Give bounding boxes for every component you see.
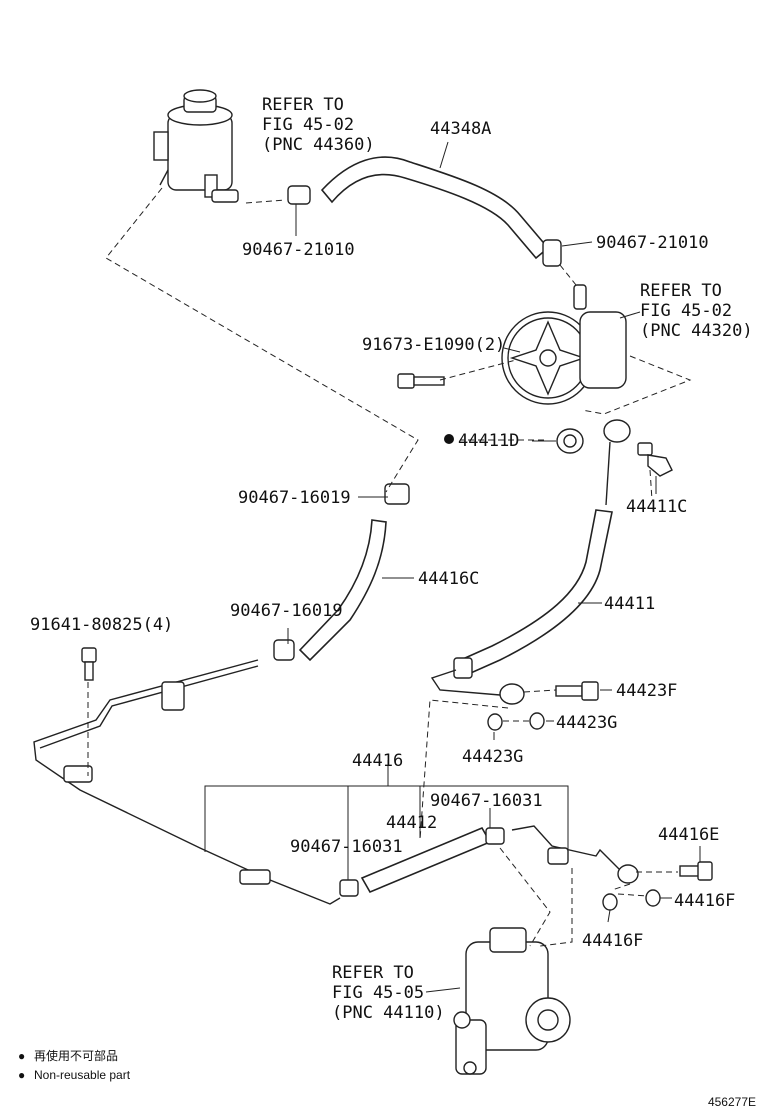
label-90467-16019-a: 90467-16019 xyxy=(238,488,351,508)
label-90467-16031-a: 90467-16031 xyxy=(430,791,543,811)
bolt-91641-80825 xyxy=(81,647,97,681)
hose-44416C xyxy=(273,483,410,662)
label-44416F-b: 44416F xyxy=(582,931,643,951)
gasket-44423G-b xyxy=(487,713,503,731)
pipe-44416E-assembly xyxy=(511,825,713,911)
label-44423G-a: 44423G xyxy=(556,713,617,733)
hose-44348A xyxy=(287,156,562,267)
label-90467-21010-b: 90467-21010 xyxy=(596,233,709,253)
return-tube-44416 xyxy=(33,659,341,905)
leader-lines xyxy=(287,141,701,993)
reservoir-ref-line1: REFER TO xyxy=(262,95,344,115)
legend: ● 再使用不可部品 ● Non-reusable part xyxy=(18,1048,131,1082)
label-90467-21010-a: 90467-21010 xyxy=(242,240,355,260)
label-44416: 44416 xyxy=(352,751,403,771)
gasket-44423G-a xyxy=(529,712,545,730)
label-44423F: 44423F xyxy=(616,681,677,701)
label-90467-16031-b: 90467-16031 xyxy=(290,837,403,857)
label-44423G-b: 44423G xyxy=(462,747,523,767)
label-44412: 44412 xyxy=(386,813,437,833)
label-91641-80825: 91641-80825(4) xyxy=(30,615,173,635)
power-steering-pump xyxy=(501,284,627,405)
legend-text-en: Non-reusable part xyxy=(34,1068,131,1082)
reservoir-ref-line2: FIG 45-02 xyxy=(262,115,354,135)
label-91673-E1090: 91673-E1090(2) xyxy=(362,335,505,355)
gear-ref-line1: REFER TO xyxy=(332,963,414,983)
pump-ref-line2: FIG 45-02 xyxy=(640,301,732,321)
steering-gear xyxy=(453,927,571,1075)
figure-id: 456277E xyxy=(708,1095,756,1109)
pump-ref-line1: REFER TO xyxy=(640,281,722,301)
gasket-44411D xyxy=(556,428,584,454)
dashed-connectors xyxy=(87,187,692,947)
bracket-44416 xyxy=(204,785,569,858)
gear-ref-line2: FIG 45-05 xyxy=(332,983,424,1003)
gear-ref-line3: (PNC 44110) xyxy=(332,1003,445,1023)
bolt-91673-E1090 xyxy=(397,373,445,389)
label-44348A: 44348A xyxy=(430,119,491,139)
hose-44412 xyxy=(339,826,505,897)
label-44411: 44411 xyxy=(604,594,655,614)
legend-bullet-en: ● xyxy=(18,1068,25,1082)
reservoir-ref-line3: (PNC 44360) xyxy=(262,135,375,155)
pump-ref-line3: (PNC 44320) xyxy=(640,321,753,341)
label-44416E: 44416E xyxy=(658,825,719,845)
non-reusable-marker xyxy=(444,434,454,444)
reservoir-tank xyxy=(153,89,239,203)
legend-bullet-zh: ● xyxy=(18,1049,25,1063)
label-90467-16019-b: 90467-16019 xyxy=(230,601,343,621)
label-44416F-a: 44416F xyxy=(674,891,735,911)
reservoir-reference: REFER TO FIG 45-02 (PNC 44360) xyxy=(262,95,375,155)
label-44411C: 44411C xyxy=(626,497,687,517)
label-44411D: 44411D xyxy=(458,431,519,451)
pressure-hose-44411 xyxy=(430,419,631,705)
legend-text-zh: 再使用不可部品 xyxy=(34,1048,118,1063)
union-bolt-44411C xyxy=(637,442,673,477)
label-44416C: 44416C xyxy=(418,569,479,589)
union-bolt-44423F xyxy=(555,681,599,701)
gear-reference: REFER TO FIG 45-05 (PNC 44110) xyxy=(332,963,445,1023)
pump-reference: REFER TO FIG 45-02 (PNC 44320) xyxy=(640,281,753,341)
